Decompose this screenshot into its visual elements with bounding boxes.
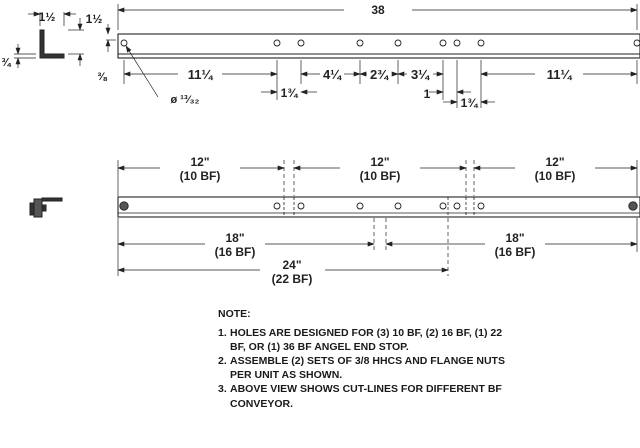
- cut-6-bf: (22 BF): [272, 272, 313, 286]
- angle-section-view: [14, 11, 84, 68]
- mounting-hole: [273, 202, 281, 210]
- spacing-6-label: 1: [424, 87, 431, 101]
- spacing-8-label: 11¼: [547, 67, 573, 82]
- spacing-5-label: 3¼: [411, 67, 430, 82]
- mounting-hole: [120, 39, 128, 47]
- mounting-hole: [273, 39, 281, 47]
- mounting-hole: [119, 201, 129, 211]
- cut-3-length: 12": [545, 155, 564, 169]
- note-number: 3.: [218, 383, 227, 396]
- cut-line-top-dimensions: [117, 160, 638, 196]
- cut-line-bottom-dimensions: [117, 218, 638, 276]
- angle-leg-b-label: 1½: [86, 12, 103, 26]
- hole-diameter-label: ø ¹³⁄₃₂: [171, 94, 200, 106]
- mounting-hole: [477, 202, 485, 210]
- note-number: 1.: [218, 327, 227, 340]
- cut-1-bf: (10 BF): [180, 169, 221, 183]
- spacing-3-label: 4¼: [323, 67, 342, 82]
- cut-2-length: 12": [370, 155, 389, 169]
- spacing-4-label: 2¾: [370, 67, 389, 82]
- cut-1-length: 12": [190, 155, 209, 169]
- cut-4-bf: (16 BF): [215, 245, 256, 259]
- mounting-hole: [394, 39, 402, 47]
- bolt-assembly-icon: [29, 197, 63, 218]
- overall-length-label: 38: [371, 3, 385, 17]
- hole-edge-offset-label: ⅜: [97, 71, 107, 83]
- notes-title: NOTE:: [218, 308, 251, 320]
- hole-spacing-dimensions: [105, 24, 638, 108]
- mounting-hole: [394, 202, 402, 210]
- spacing-1-label: 11¼: [188, 67, 214, 82]
- cut-6-length: 24": [282, 258, 301, 272]
- cut-2-bf: (10 BF): [360, 169, 401, 183]
- mounting-hole: [356, 202, 364, 210]
- mounting-hole: [453, 39, 461, 47]
- mounting-hole: [297, 202, 305, 210]
- cut-4-length: 18": [225, 231, 244, 245]
- angle-thickness-label: ¾: [1, 57, 11, 69]
- angle-leg-a-label: 1½: [39, 10, 56, 24]
- mounting-hole: [356, 39, 364, 47]
- mounting-hole: [477, 39, 485, 47]
- overall-length-dimension: [117, 4, 638, 30]
- mounting-hole: [633, 39, 640, 47]
- note-item: 3. ABOVE VIEW SHOWS CUT-LINES FOR DIFFER…: [218, 382, 518, 410]
- mounting-hole: [297, 39, 305, 47]
- notes-block: NOTE: 1. HOLES ARE DESIGNED FOR (3) 10 B…: [218, 307, 518, 411]
- note-text: ASSEMBLE (2) SETS OF 3/8 HHCS AND FLANGE…: [230, 355, 505, 382]
- note-text: ABOVE VIEW SHOWS CUT-LINES FOR DIFFERENT…: [230, 383, 502, 410]
- spacing-2-label: 1¾: [281, 86, 299, 100]
- mounting-hole: [628, 201, 638, 211]
- angle-bar-top-view: [117, 33, 640, 59]
- note-text: HOLES ARE DESIGNED FOR (3) 10 BF, (2) 16…: [230, 327, 503, 354]
- angle-bar-side-view: [117, 196, 640, 218]
- note-number: 2.: [218, 355, 227, 368]
- cut-5-length: 18": [505, 231, 524, 245]
- spacing-7-label: 1¾: [461, 96, 479, 110]
- note-item: 1. HOLES ARE DESIGNED FOR (3) 10 BF, (2)…: [218, 326, 518, 354]
- mounting-hole: [439, 202, 447, 210]
- mounting-hole: [439, 39, 447, 47]
- note-item: 2. ASSEMBLE (2) SETS OF 3/8 HHCS AND FLA…: [218, 354, 518, 382]
- mounting-hole: [453, 202, 461, 210]
- cut-3-bf: (10 BF): [535, 169, 576, 183]
- cut-5-bf: (16 BF): [495, 245, 536, 259]
